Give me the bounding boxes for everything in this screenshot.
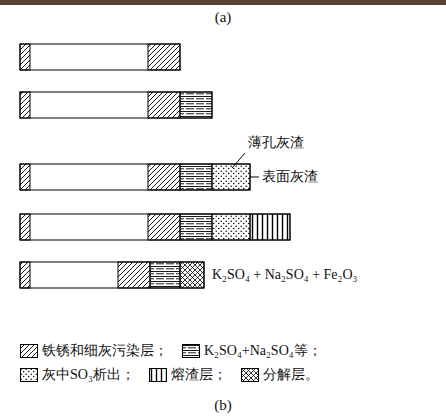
- legend-swatch: [182, 344, 200, 358]
- tube-bar: [20, 164, 250, 190]
- tube-bar: [20, 44, 180, 70]
- legend-item: 熔渣层；: [149, 366, 227, 384]
- legend-item: K₂SO₄+Na₂SO₄等；: [182, 342, 322, 360]
- legend-text: 铁锈和细灰污染层；: [42, 342, 168, 360]
- legend-text: K₂SO₄+Na₂SO₄等；: [204, 342, 322, 360]
- tube-bar: [20, 214, 290, 240]
- photo-edge: [0, 0, 446, 5]
- composition-label: K₂SO₄ + Na₂SO₄ + Fe₂O₃: [212, 266, 357, 284]
- callout-label: 表面灰渣: [262, 168, 318, 186]
- rust-ash-layer: [148, 214, 180, 240]
- legend-swatch-fill: [21, 345, 38, 358]
- slag-layer: [250, 214, 290, 240]
- rust-ash-layer: [118, 262, 150, 288]
- rust-ash-layer: [148, 164, 180, 190]
- legend-swatch: [241, 368, 259, 382]
- rust-ash-layer: [148, 44, 180, 70]
- leader-line: [250, 177, 259, 178]
- sulfate-layer: [180, 164, 212, 190]
- tube-wall-cut: [20, 262, 30, 288]
- tube-bar: [20, 92, 212, 118]
- so3-ash-layer: [212, 214, 250, 240]
- figure-caption: (b): [214, 396, 232, 414]
- legend-swatch-fill: [183, 345, 200, 358]
- tube-wall-cut: [20, 164, 30, 190]
- legend-swatch-fill: [21, 369, 38, 382]
- legend-swatch: [20, 368, 38, 382]
- legend-swatch-fill: [241, 369, 258, 382]
- leader-line: [232, 153, 245, 168]
- tube-bar: [20, 262, 204, 288]
- tube-wall-cut: [20, 44, 30, 70]
- tube-wall-cut: [20, 214, 30, 240]
- legend-text: 分解层。: [263, 366, 319, 384]
- legend-item: 灰中SO₃析出；: [20, 366, 135, 384]
- legend-item: 铁锈和细灰污染层；: [20, 342, 168, 360]
- callout-label: 薄孔灰渣: [248, 134, 304, 152]
- sulfate-layer: [180, 92, 212, 118]
- legend-swatch: [149, 368, 167, 382]
- legend-item: 分解层。: [241, 366, 319, 384]
- legend-swatch-fill: [149, 369, 166, 382]
- tube-wall-cut: [20, 92, 30, 118]
- sulfate-layer: [150, 262, 180, 288]
- sulfate-layer: [180, 214, 212, 240]
- figure-caption: (a): [215, 8, 232, 26]
- legend-swatch: [20, 344, 38, 358]
- rust-ash-layer: [148, 92, 180, 118]
- so3-ash-layer: [212, 164, 250, 190]
- legend-text: 灰中SO₃析出；: [42, 366, 135, 384]
- legend-text: 熔渣层；: [171, 366, 227, 384]
- decomposition-layer: [180, 262, 204, 288]
